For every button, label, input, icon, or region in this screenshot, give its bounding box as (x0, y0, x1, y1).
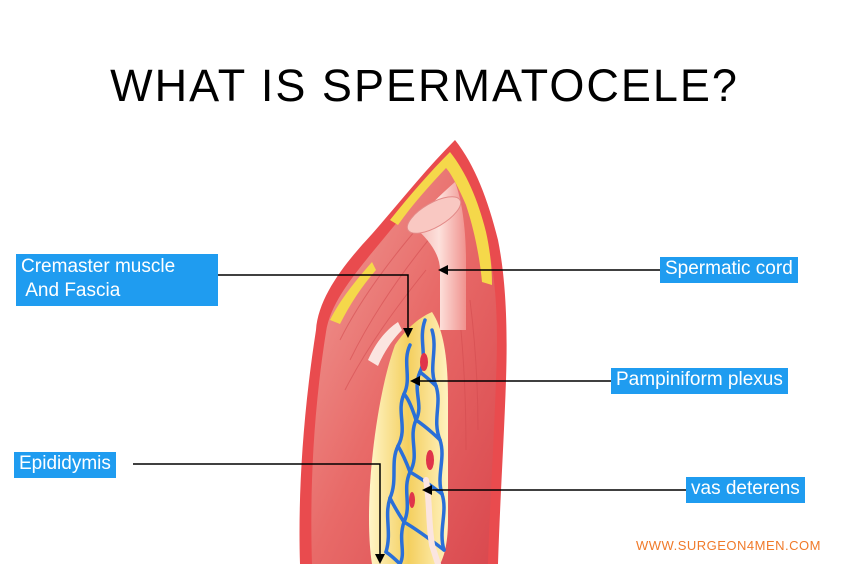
arrowhead-epididymis (375, 554, 385, 564)
pointer-arrowheads (375, 265, 448, 564)
arrowhead-vas-deterens (422, 485, 432, 495)
cord-opening (406, 196, 462, 234)
pointer-lines (133, 269, 686, 556)
vas-deferens-duct (423, 477, 441, 564)
pampiniform-veins (384, 318, 446, 564)
page-title: WHAT IS SPERMATOCELE? (110, 60, 739, 111)
pointer-cremaster (218, 274, 409, 330)
label-epididymis: Epididymis (14, 452, 116, 478)
label-vas-deterens: vas deterens (686, 477, 805, 503)
label-cremaster-line2: And Fascia (21, 280, 121, 301)
fat-layer (390, 152, 492, 285)
arrowhead-spermatic-cord (438, 265, 448, 275)
label-cremaster-line1: Cremaster muscle (21, 256, 176, 277)
tunica-wall (368, 322, 402, 366)
arrowhead-pampiniform (410, 376, 420, 386)
fat-layer-left (330, 262, 376, 324)
arrowhead-cremaster (403, 328, 413, 338)
website-watermark: WWW.SURGEON4MEN.COM (636, 538, 821, 553)
pointer-epididymis (133, 463, 381, 556)
label-pampiniform-plexus: Pampiniform plexus (611, 368, 788, 394)
label-cremaster-muscle: Cremaster muscle And Fascia (16, 254, 218, 306)
testicular-artery (409, 353, 434, 508)
muscle-fibres (339, 224, 479, 451)
label-spermatic-cord: Spermatic cord (660, 257, 798, 283)
